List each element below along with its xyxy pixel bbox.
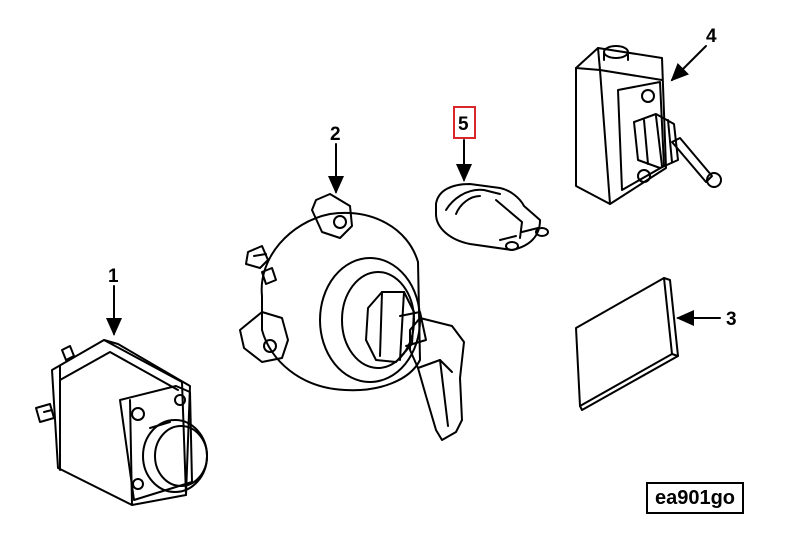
callout-arrows (106, 45, 721, 336)
callout-5: 5 (458, 114, 469, 135)
part-3-plate (575, 277, 679, 411)
callout-4-arrow (670, 45, 707, 82)
part-4-toggle-switch (575, 45, 722, 205)
part-2-rotary-switch (239, 193, 465, 441)
callout-3: 3 (726, 309, 737, 330)
callout-4: 4 (706, 26, 717, 47)
figure-id-label: ea901go (646, 482, 744, 514)
callout-1: 1 (108, 266, 119, 287)
callout-2: 2 (330, 124, 341, 145)
callout-5-highlight-box (453, 106, 476, 139)
part-5-switch-boot (435, 183, 549, 251)
part-1-push-button-switch (35, 339, 208, 506)
